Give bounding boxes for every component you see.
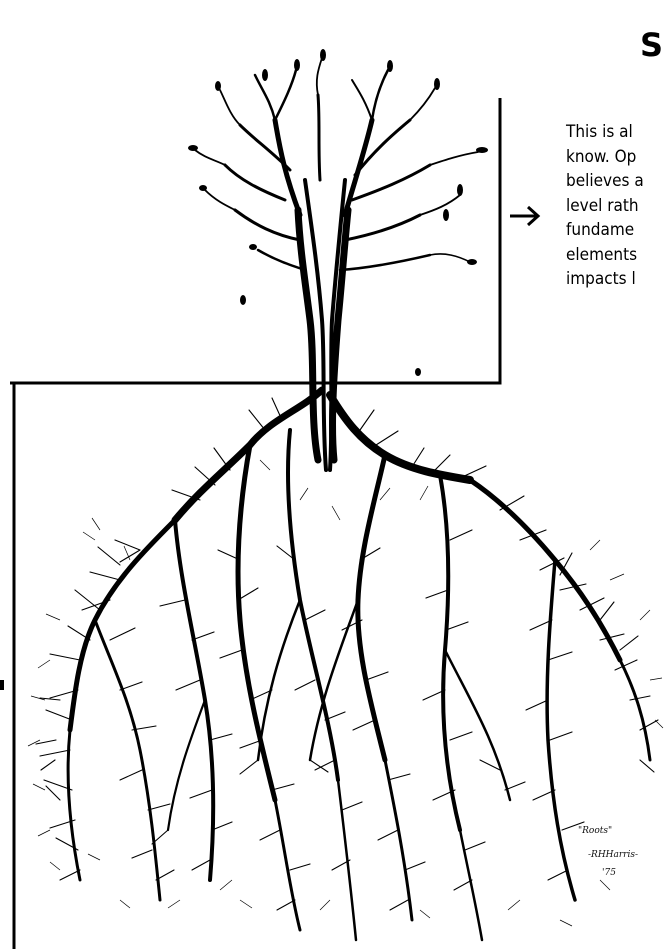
fine-rootlets [36,398,658,910]
caption-line: elements [566,243,667,268]
caption-line: know. Op [566,145,667,170]
caption-line: level rath [566,194,667,219]
caption-line: believes a [566,169,667,194]
tree-branches [195,58,478,270]
margin-mark [0,680,4,690]
main-roots [68,390,650,940]
caption-line: This is al [566,120,667,145]
caption-line: impacts l [566,267,667,292]
right-arrow-icon [508,201,544,231]
signature-title: "Roots" [578,826,612,836]
frame-lines [10,98,500,949]
section-heading: S [640,26,663,64]
signature-artist: -RHHarris- [588,850,638,860]
tree-trunk [298,180,348,470]
signature-year: '75 [602,868,616,878]
caption-text: This is al know. Op believes a level rat… [566,120,667,292]
caption-line: fundame [566,218,667,243]
